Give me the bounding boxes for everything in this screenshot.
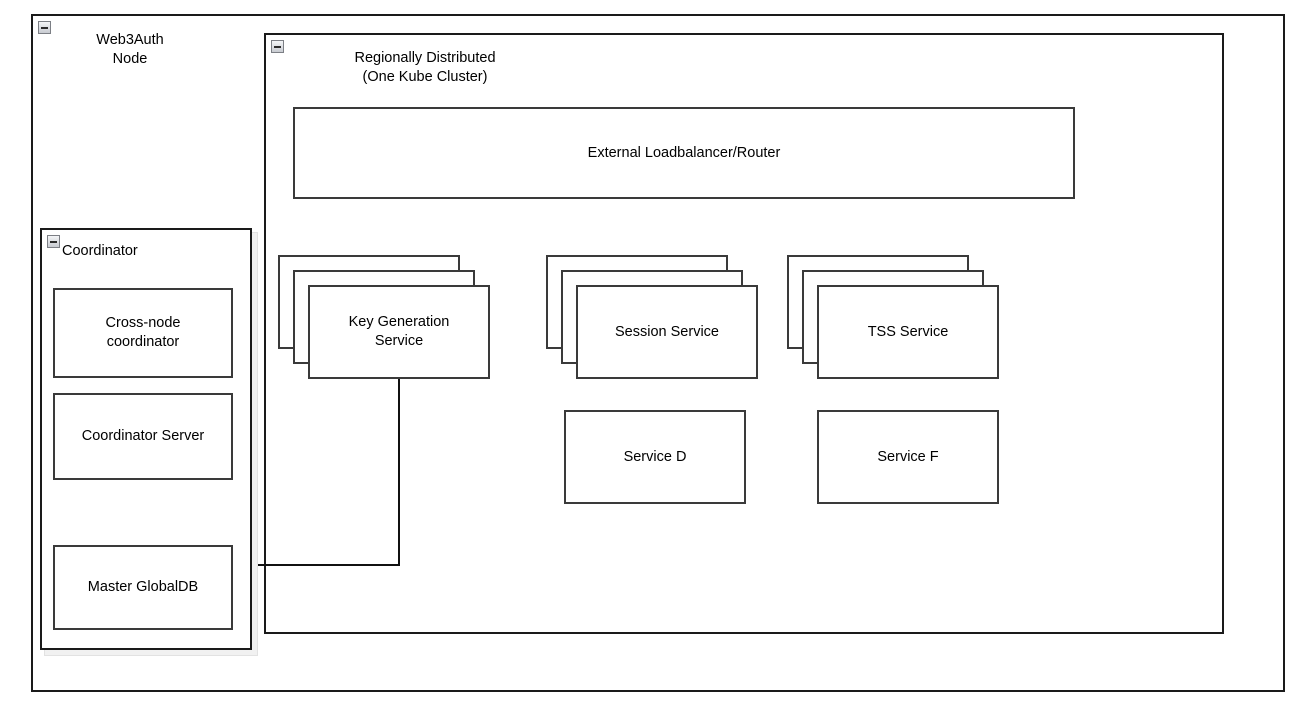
stacked-service-session[interactable]: Session Service (546, 255, 758, 379)
collapse-minus-icon-web3auth-node[interactable] (38, 21, 51, 34)
stack-sheet-front[interactable]: TSS Service (817, 285, 999, 379)
stack-sheet-front[interactable]: Key Generation Service (308, 285, 490, 379)
node-external-loadbalancer[interactable]: External Loadbalancer/Router (293, 107, 1075, 199)
node-cross-node-coordinator[interactable]: Cross-node coordinator (53, 288, 233, 378)
stack-sheet-front[interactable]: Session Service (576, 285, 758, 379)
connector-segment-vertical (398, 379, 400, 566)
node-service-d[interactable]: Service D (564, 410, 746, 504)
node-master-globaldb[interactable]: Master GlobalDB (53, 545, 233, 630)
node-service-f[interactable]: Service F (817, 410, 999, 504)
stacked-service-key-generation[interactable]: Key Generation Service (278, 255, 490, 379)
node-coordinator-server[interactable]: Coordinator Server (53, 393, 233, 480)
collapse-minus-icon-coordinator[interactable] (47, 235, 60, 248)
connector-segment-horizontal (246, 564, 400, 566)
stacked-service-tss[interactable]: TSS Service (787, 255, 999, 379)
collapse-minus-icon-kube-cluster[interactable] (271, 40, 284, 53)
